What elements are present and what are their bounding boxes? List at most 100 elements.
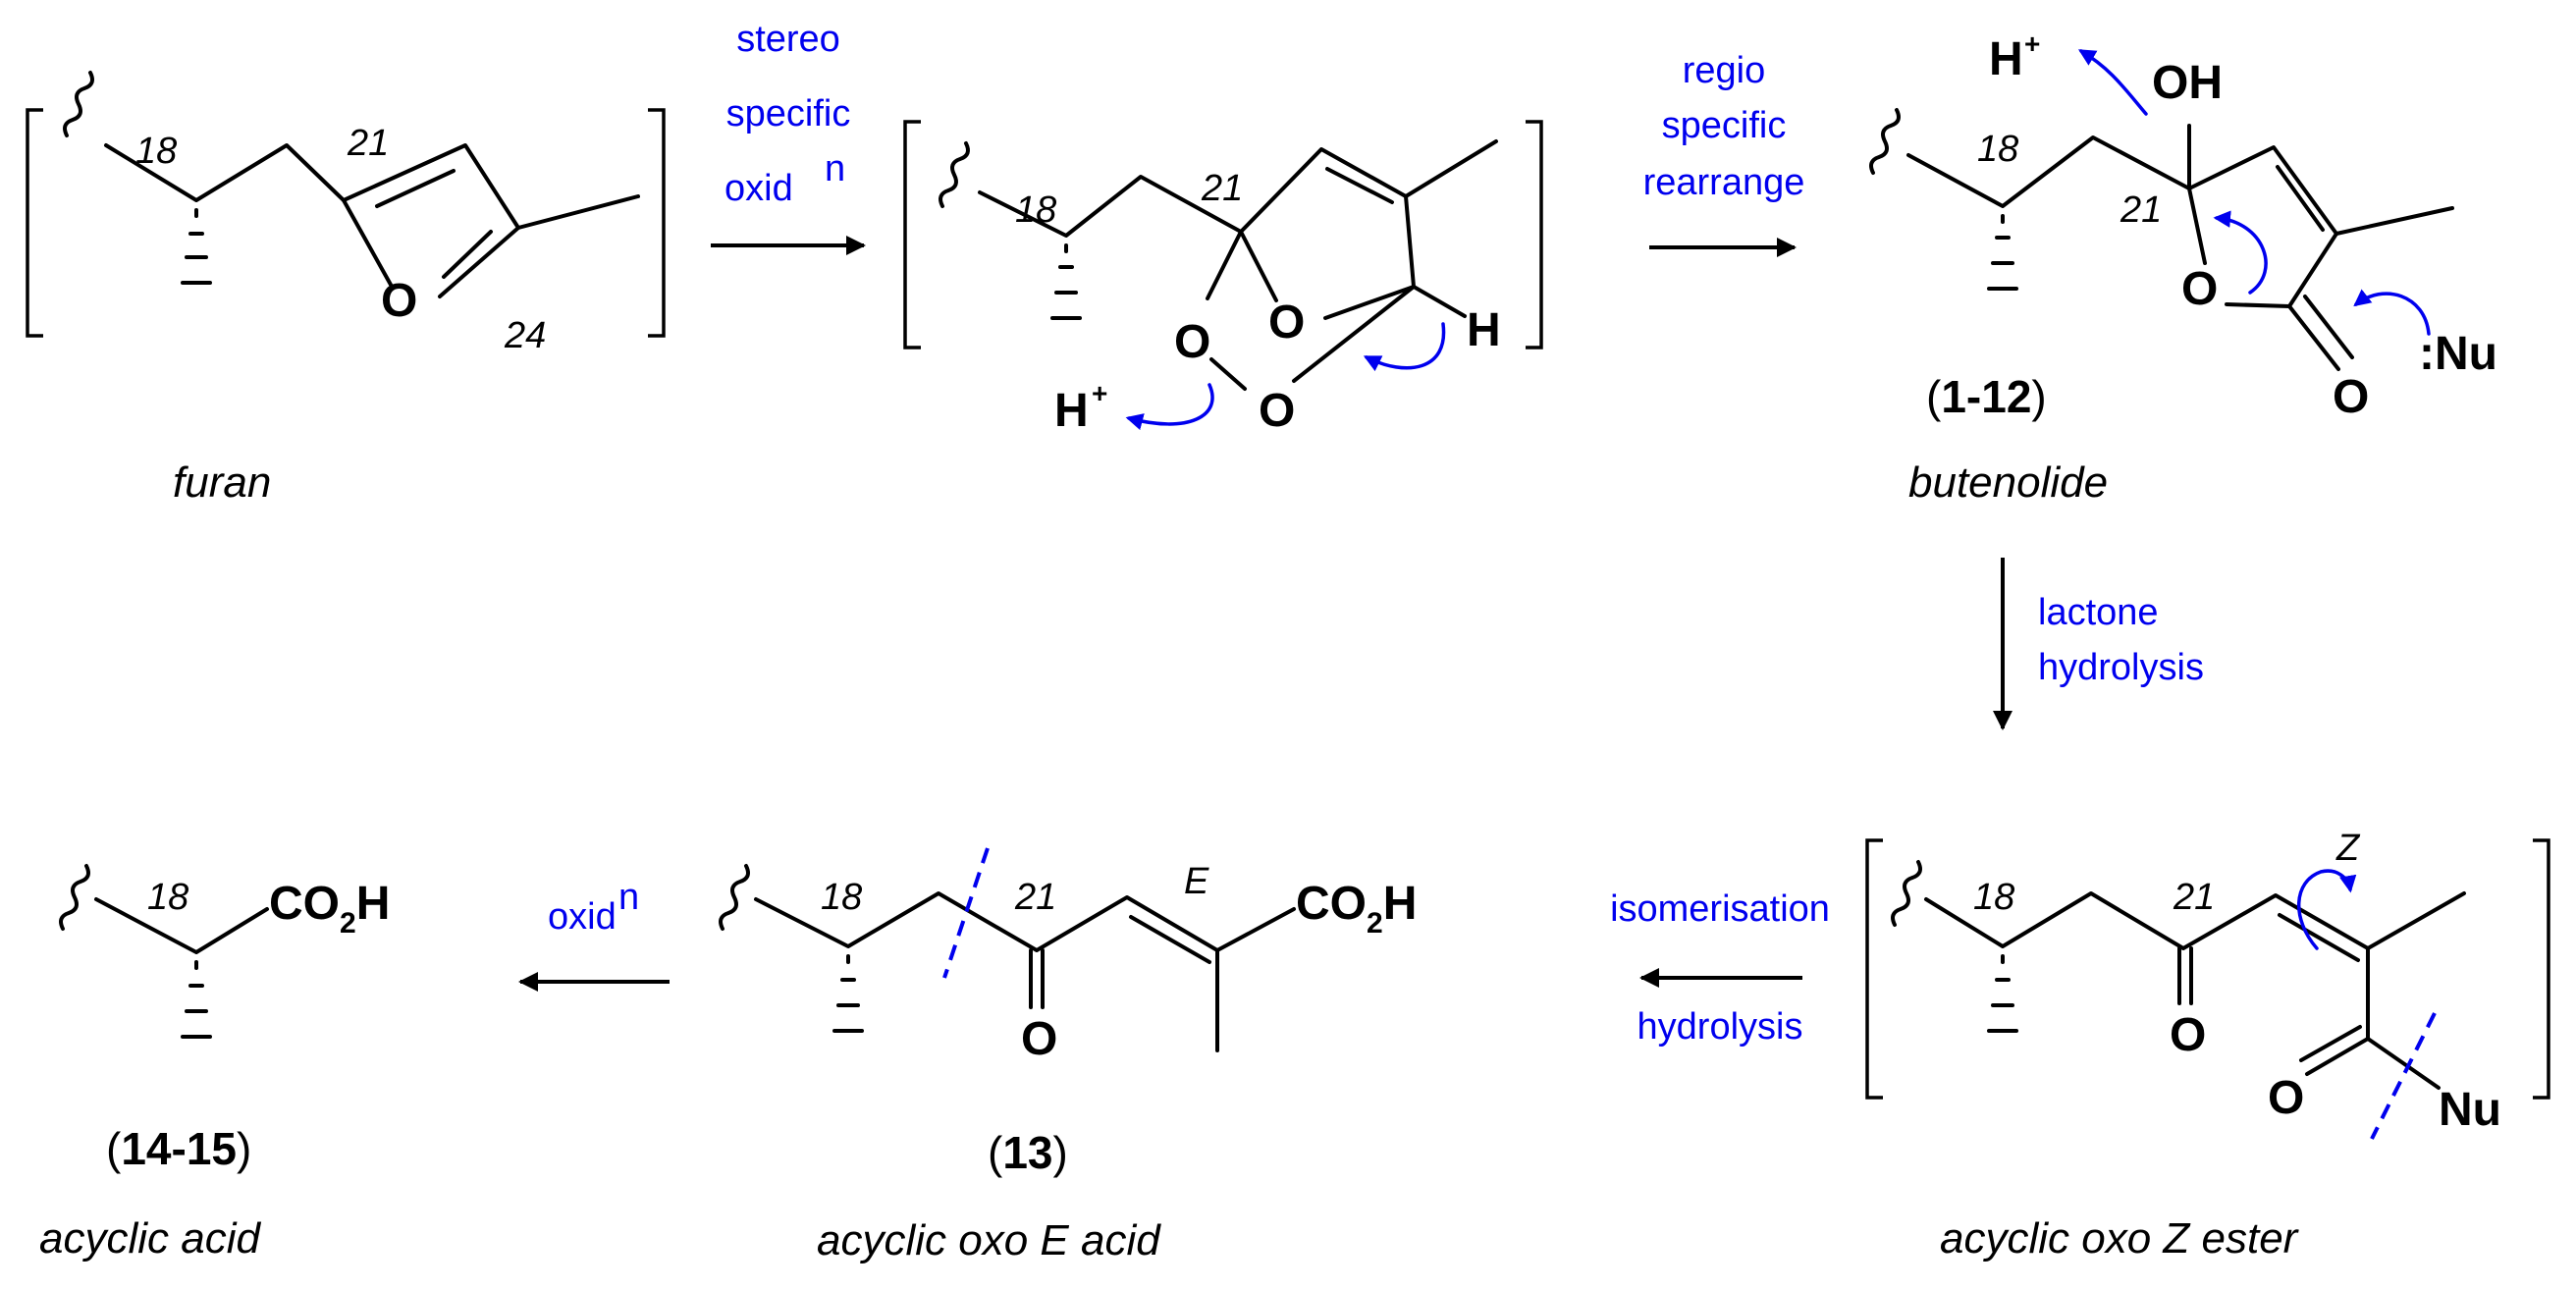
- carboxylic-acid: CO2H: [1296, 878, 1417, 940]
- ketone-oxygen: O: [1021, 1013, 1057, 1065]
- carbon-18-label: 18: [821, 877, 862, 918]
- wavy-bond: [63, 71, 94, 137]
- step-4-condition: isomerisation: [1610, 888, 1830, 930]
- chain-bonds: [1906, 135, 2191, 208]
- furan-ring: [342, 143, 520, 298]
- carbon-21-label: 21: [2120, 189, 2162, 231]
- step-1-arrow: stereo specific oxid n: [711, 19, 866, 255]
- step-4-arrow: isomerisation hydrolysis: [1610, 888, 1830, 1048]
- electron-arrow: [2353, 289, 2431, 336]
- carbon-21-label: 21: [2173, 877, 2215, 918]
- ester-carbonyl: [2299, 1025, 2362, 1062]
- carbon-18-label: 18: [1973, 877, 2014, 918]
- wavy-bond: [1891, 860, 1922, 927]
- double-bond-inner: [442, 230, 493, 279]
- h-text: H: [1383, 878, 1418, 930]
- c-o-bond: [1292, 285, 1416, 383]
- ester-oxygen: O: [2268, 1072, 2304, 1124]
- ester-carbonyl: [2305, 1037, 2370, 1076]
- rotation-arrow: [2296, 869, 2357, 950]
- wavy-bond: [1869, 108, 1901, 175]
- carbon-18-label: 18: [135, 131, 177, 172]
- subscript-2: 2: [340, 907, 356, 940]
- z-ester-structure: O O Nu Z 18 21 acyclic oxo Z ester: [1865, 828, 2550, 1263]
- step-3-condition: hydrolysis: [2038, 647, 2204, 688]
- carbon-21-label: 21: [347, 123, 389, 164]
- acid-structure: CO2H 18 (14-15) acyclic acid: [39, 864, 390, 1263]
- step-2-condition: rearrange: [1643, 162, 1805, 203]
- c-h-bond: [1412, 285, 1467, 318]
- hydroxyl-group: OH: [2152, 57, 2223, 109]
- c-o-bond: [1206, 230, 1243, 300]
- e-acid-structure: O CO2H 18 21 E (13) acyclic oxo E acid: [719, 847, 1417, 1264]
- carbon-18-label: 18: [147, 877, 188, 918]
- co-text: CO: [1296, 878, 1367, 930]
- butenolide-caption: butenolide: [1908, 458, 2108, 507]
- hydrogen-atom: H: [1467, 304, 1501, 356]
- endoperoxide-structure: O O O H H + 18 21: [903, 120, 1543, 437]
- carbonyl-oxygen: O: [2333, 371, 2369, 423]
- methyl-bond: [2334, 206, 2454, 236]
- compound-number: (1-12): [1926, 371, 2047, 422]
- acid-caption: acyclic acid: [39, 1214, 261, 1263]
- step-1-condition: stereo: [736, 19, 840, 60]
- double-bond-inner: [1325, 167, 1394, 204]
- bracket-left: [1865, 838, 1883, 1100]
- nucleophile-group: Nu: [2439, 1084, 2501, 1136]
- bracket-right: [1526, 120, 1543, 349]
- chain-bonds: [94, 897, 269, 954]
- z-label: Z: [2335, 828, 2361, 869]
- bracket-left: [903, 120, 921, 349]
- double-bond-inner: [2276, 165, 2325, 232]
- e-acid-caption: acyclic oxo E acid: [817, 1216, 1161, 1264]
- step-4-condition: hydrolysis: [1637, 1006, 1803, 1048]
- chain-bonds: [104, 143, 346, 202]
- bracket-right: [2533, 838, 2550, 1100]
- wavy-bond: [719, 864, 750, 931]
- o-o-bond: [1209, 357, 1247, 391]
- nucleophile-label: :Nu: [2419, 328, 2497, 380]
- cleavage-line: [942, 847, 990, 979]
- step-1-condition: specific: [726, 93, 851, 134]
- step-2-condition: regio: [1683, 50, 1766, 91]
- proton-label: H: [1989, 33, 2023, 85]
- double-bond-inner: [1129, 915, 1211, 964]
- electron-arrow: [1125, 383, 1214, 431]
- step-5-arrow: oxid n: [518, 877, 670, 992]
- furan-caption: furan: [173, 458, 271, 507]
- peroxide-oxygen: O: [1174, 316, 1210, 368]
- compound-number-value: 14-15: [121, 1123, 237, 1174]
- carbon-21-label: 21: [1201, 168, 1243, 209]
- cleavage-line: [2370, 1012, 2437, 1140]
- step-5-condition: oxid: [548, 896, 617, 938]
- ketone-oxygen: O: [2170, 1009, 2206, 1061]
- step-5-superscript: n: [618, 877, 639, 918]
- step-3-arrow: lactone hydrolysis: [1993, 558, 2204, 730]
- ring-o-bond: [2187, 187, 2207, 265]
- ring-bonds: [2187, 145, 2338, 308]
- ring-bond: [1239, 230, 1278, 302]
- carbon-18-label: 18: [1015, 189, 1056, 231]
- compound-number: (13): [988, 1127, 1068, 1178]
- e-label: E: [1184, 861, 1209, 902]
- bracket-left: [26, 108, 43, 338]
- electron-arrow: [1363, 322, 1446, 372]
- subscript-2: 2: [1367, 907, 1383, 940]
- methyl-bond: [1404, 139, 1498, 198]
- compound-number-value: 13: [1002, 1127, 1052, 1178]
- double-bond-inner: [375, 169, 456, 208]
- proton-charge: +: [2024, 28, 2040, 59]
- furan-oxygen: O: [381, 275, 417, 327]
- z-ester-caption: acyclic oxo Z ester: [1940, 1214, 2300, 1263]
- carbonyl-bond: [2303, 295, 2354, 359]
- carboxylic-acid: CO2H: [269, 878, 390, 940]
- compound-number-value: 1-12: [1941, 371, 2031, 422]
- compound-number: (14-15): [106, 1123, 251, 1174]
- double-bond-inner: [2278, 913, 2360, 962]
- butenolide-structure: O O OH H + :Nu 18 21 (1-12) butenolide: [1869, 28, 2497, 507]
- step-3-condition: lactone: [2038, 592, 2159, 633]
- electron-arrow: [2213, 210, 2268, 295]
- carbon-21-label: 21: [1014, 877, 1056, 918]
- wavy-bond: [59, 864, 90, 931]
